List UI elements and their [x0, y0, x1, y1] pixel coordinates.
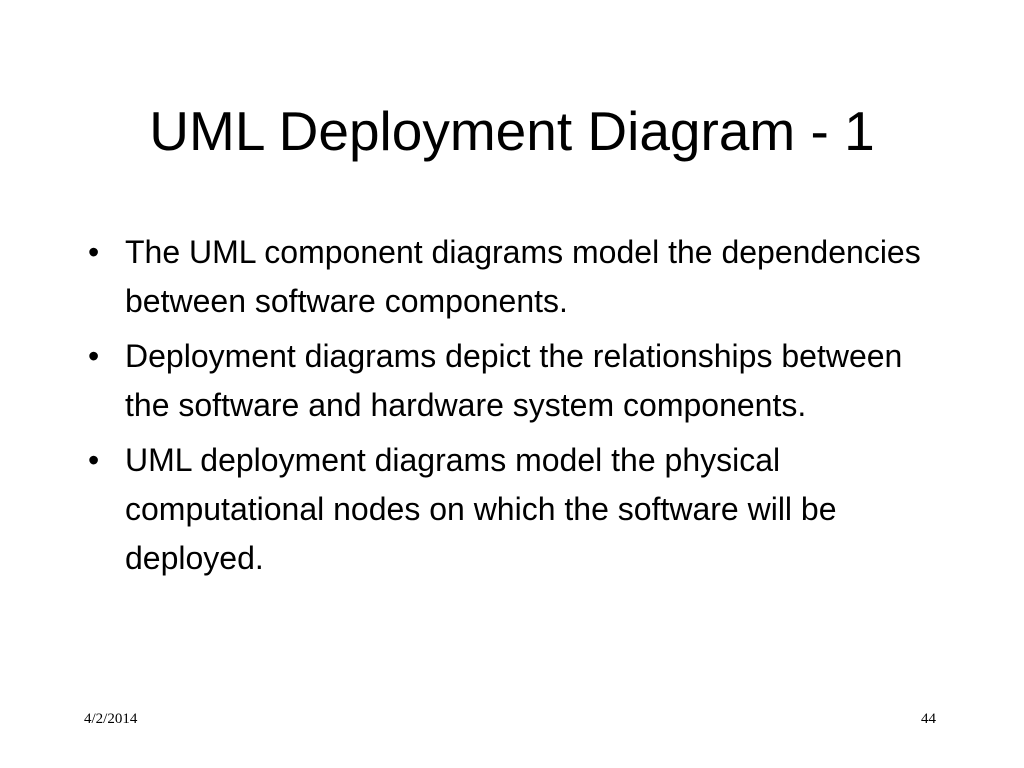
- bullet-icon: •: [88, 338, 100, 374]
- slide-title: UML Deployment Diagram - 1: [149, 100, 875, 162]
- bullet-item: • UML deployment diagrams model the phys…: [88, 436, 948, 583]
- bullet-item: • Deployment diagrams depict the relatio…: [88, 332, 948, 430]
- bullet-icon: •: [88, 234, 100, 270]
- bullet-list: • The UML component diagrams model the d…: [88, 228, 948, 589]
- bullet-text: The UML component diagrams model the dep…: [125, 234, 921, 319]
- bullet-item: • The UML component diagrams model the d…: [88, 228, 948, 326]
- footer-date: 4/2/2014: [84, 711, 138, 727]
- bullet-text: Deployment diagrams depict the relations…: [125, 338, 903, 423]
- bullet-icon: •: [88, 442, 100, 478]
- footer-page-number: 44: [921, 711, 936, 727]
- bullet-text: UML deployment diagrams model the physic…: [125, 442, 837, 576]
